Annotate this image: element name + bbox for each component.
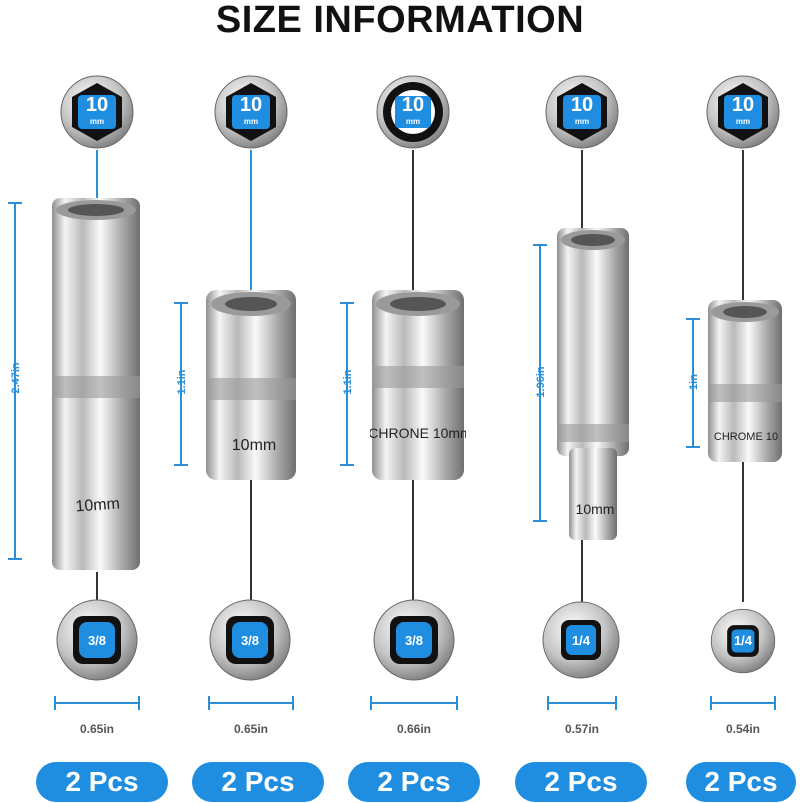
square-drive-icon	[208, 598, 292, 682]
connector-line	[96, 572, 98, 600]
spline-12pt-icon	[376, 75, 450, 149]
deep-socket-1-4: 10mm	[555, 228, 631, 540]
square-drive-icon	[55, 598, 139, 682]
quantity-badge: 2 Pcs	[348, 762, 480, 802]
hex-6pt-icon	[706, 75, 780, 149]
connector-line	[412, 480, 414, 600]
square-drive-icon	[706, 604, 780, 678]
hex-6pt-icon	[545, 75, 619, 149]
drive-size: 1/4	[733, 633, 753, 648]
length-label: 1in	[688, 374, 700, 390]
drive-size: 3/8	[404, 633, 424, 648]
length-dimension	[340, 302, 354, 466]
diameter-label: 0.66in	[396, 722, 432, 736]
socket-unit: mm	[89, 117, 105, 126]
length-dimension	[686, 318, 700, 448]
diameter-dimension	[710, 696, 776, 710]
socket-size: 10	[570, 94, 594, 116]
socket-column-2: 10 mm 10mm 1.1in 3/8 0.65in 2 Pcs	[174, 0, 350, 803]
quantity-badge: 2 Pcs	[36, 762, 168, 802]
short-socket-1-4: CHROME 10	[706, 300, 784, 462]
socket-engraving: 10mm	[232, 437, 276, 454]
socket-size: 10	[731, 94, 755, 116]
diameter-dimension	[208, 696, 294, 710]
socket-unit: mm	[574, 117, 590, 126]
socket-engraving: CHRONE 10mm	[370, 425, 466, 441]
drive-size: 3/8	[240, 633, 260, 648]
quantity-badge: 2 Pcs	[686, 762, 796, 802]
length-label: 1.1in	[176, 369, 188, 395]
socket-size: 10	[239, 94, 263, 116]
length-dimension	[533, 244, 547, 522]
socket-engraving: 10mm	[75, 495, 121, 515]
connector-line	[742, 462, 744, 602]
diameter-label: 0.65in	[233, 722, 269, 736]
socket-engraving: CHROME 10	[714, 431, 778, 443]
socket-engraving: 10mm	[576, 501, 615, 517]
square-drive-icon	[372, 598, 456, 682]
diameter-dimension	[370, 696, 458, 710]
socket-column-5: 10 mm CHROME 10 1in 1/4 0.54in 2 Pcs	[686, 0, 800, 803]
diameter-dimension	[547, 696, 617, 710]
length-dimension	[174, 302, 188, 466]
socket-unit: mm	[735, 117, 751, 126]
drive-size: 3/8	[87, 633, 107, 648]
quantity-badge: 2 Pcs	[192, 762, 324, 802]
quantity-badge: 2 Pcs	[515, 762, 647, 802]
connector-line	[250, 150, 252, 295]
socket-unit: mm	[405, 117, 421, 126]
diameter-label: 0.54in	[725, 722, 761, 736]
hex-6pt-icon	[60, 75, 134, 149]
hex-6pt-icon	[214, 75, 288, 149]
connector-line	[581, 540, 583, 602]
socket-column-3: 10 mm CHRONE 10mm 1.1in 3/8 0.66in 2 Pcs	[340, 0, 510, 803]
length-label: 1.96in	[535, 366, 547, 398]
socket-unit: mm	[243, 117, 259, 126]
connector-line	[96, 150, 98, 202]
short-socket-3-8: 10mm	[204, 290, 298, 480]
length-dimension	[8, 202, 22, 560]
spline-socket-3-8: CHRONE 10mm	[370, 290, 466, 480]
connector-line	[742, 150, 744, 304]
socket-column-1: 10 mm 10mm 2.47in 3/8 0.65in 2 Pcs	[8, 0, 200, 803]
page-title: SIZE INFORMATION	[215, 0, 585, 41]
diameter-label: 0.65in	[79, 722, 115, 736]
length-label: 2.47in	[10, 362, 22, 394]
connector-line	[581, 150, 583, 232]
connector-line	[412, 150, 414, 295]
diameter-dimension	[54, 696, 140, 710]
length-label: 1.1in	[342, 369, 354, 395]
square-drive-icon	[539, 598, 623, 682]
deep-socket-3-8: 10mm	[50, 198, 142, 570]
socket-column-4: 10 mm 10mm 1.96in 1/4 0.57in 2 Pcs	[515, 0, 665, 803]
drive-size: 1/4	[571, 633, 591, 648]
diameter-label: 0.57in	[564, 722, 600, 736]
socket-size: 10	[401, 94, 425, 116]
socket-size: 10	[85, 94, 109, 116]
connector-line	[250, 480, 252, 600]
